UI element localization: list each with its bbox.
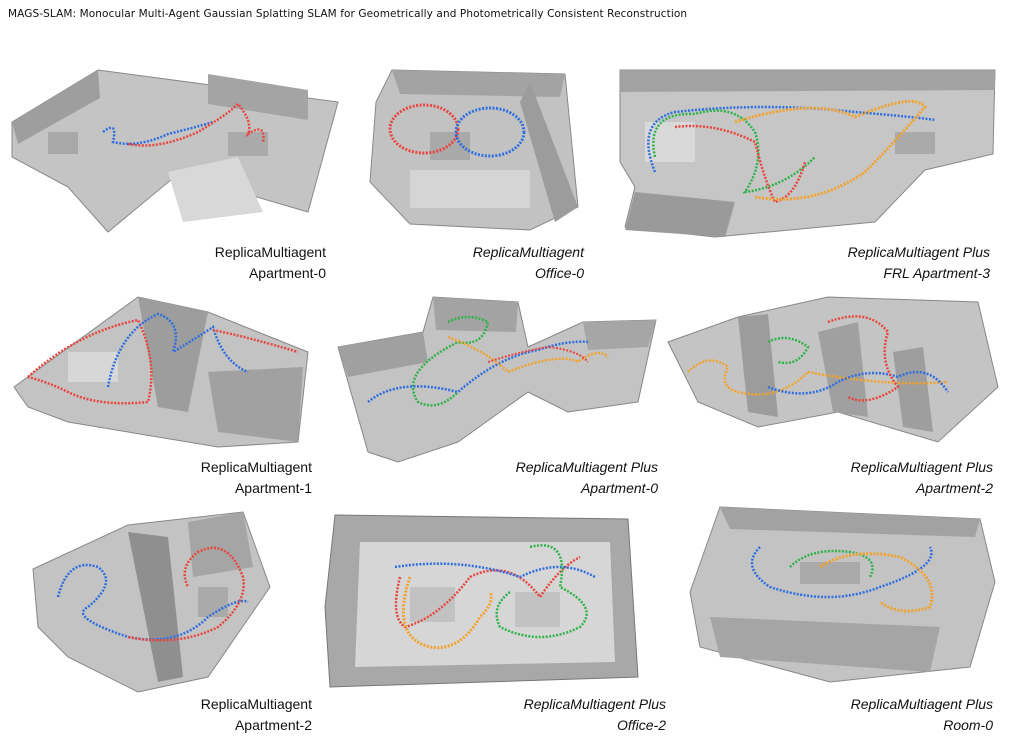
running-title: MAGS-SLAM: Monocular Multi-Agent Gaussia… [8,8,688,20]
caption-apartment-2-plus: ReplicaMultiagent Plus Apartment-2 [851,457,993,499]
trajectory-blue [56,563,249,641]
panel-office-2-plus: ReplicaMultiagent Plus Office-2 [320,507,680,743]
mesh-render-apartment-0 [11,69,339,233]
mesh-render-office-0 [369,69,579,231]
caption-scene: Apartment-0 [248,265,326,281]
mesh-render-office-2-plus [324,514,639,688]
trajectory-orange [447,335,609,374]
caption-dataset: ReplicaMultiagent Plus [523,696,666,712]
trajectory-blue [367,340,589,403]
caption-scene: Apartment-2 [915,480,993,496]
trajectory-blue [394,562,596,579]
trajectory-blue [767,370,950,395]
mesh-render-apartment-2 [32,511,271,693]
mesh-render-frl-apartment-3 [619,69,996,238]
caption-scene: Apartment-1 [234,480,312,496]
caption-dataset: ReplicaMultiagent [472,244,584,260]
caption-room-0-plus: ReplicaMultiagent Plus Room-0 [851,694,993,736]
caption-office-0: ReplicaMultiagent Office-0 [473,242,584,284]
trajectory-red [388,103,460,155]
caption-scene: Apartment-2 [234,717,312,733]
mesh-render-room-0-plus [689,506,996,683]
trajectory-red [487,345,589,363]
panel-office-0: ReplicaMultiagent Office-0 [369,62,600,292]
caption-dataset: ReplicaMultiagent Plus [847,244,990,260]
trajectory-green [767,336,810,365]
trajectory-red-2 [212,328,299,354]
panel-apartment-0: ReplicaMultiagent Apartment-0 [8,62,339,292]
trajectory-blue [106,312,249,388]
trajectory-green [411,315,490,407]
trajectory-blue [647,105,936,173]
caption-dataset: ReplicaMultiagent [214,244,326,260]
caption-dataset: ReplicaMultiagent Plus [515,459,658,475]
caption-scene: Apartment-0 [580,480,658,496]
trajectory-orange [734,99,927,201]
caption-office-2-plus: ReplicaMultiagent Plus Office-2 [524,694,666,736]
trajectory-blue [750,546,933,599]
trajectory-blue [454,106,526,158]
mesh-render-apartment-2-plus [667,296,999,443]
caption-dataset: ReplicaMultiagent [200,459,312,475]
caption-dataset: ReplicaMultiagent [200,696,312,712]
trajectory-orange [819,552,934,613]
mesh-render-apartment-0-plus [337,296,657,463]
caption-scene: Office-0 [534,265,584,281]
trajectory-blue [102,120,214,145]
caption-frl-apartment-3: ReplicaMultiagent Plus FRL Apartment-3 [848,242,990,284]
caption-apartment-0-plus: ReplicaMultiagent Plus Apartment-0 [516,457,658,499]
panel-apartment-1: ReplicaMultiagent Apartment-1 [8,292,338,507]
caption-scene: Room-0 [943,717,993,733]
caption-apartment-1: ReplicaMultiagent Apartment-1 [201,457,312,499]
caption-apartment-2: ReplicaMultiagent Apartment-2 [201,694,312,736]
caption-dataset: ReplicaMultiagent Plus [850,459,993,475]
caption-scene: Office-2 [616,717,666,733]
trajectory-red [127,102,265,147]
caption-scene: FRL Apartment-3 [883,265,990,281]
panel-apartment-2: ReplicaMultiagent Apartment-2 [8,507,338,743]
panel-apartment-2-plus: ReplicaMultiagent Plus Apartment-2 [667,292,1001,507]
trajectory-red [674,124,807,204]
mesh-render-apartment-1 [13,296,309,448]
trajectory-green [652,109,816,194]
trajectory-green [789,549,874,578]
panel-apartment-0-plus: ReplicaMultiagent Plus Apartment-0 [337,292,668,507]
trajectory-green [495,544,588,639]
trajectory-orange [401,576,493,650]
panel-frl-apartment-3: ReplicaMultiagent Plus FRL Apartment-3 [615,62,1000,292]
caption-apartment-0: ReplicaMultiagent Apartment-0 [215,242,326,284]
panel-room-0-plus: ReplicaMultiagent Plus Room-0 [680,506,1001,743]
trajectory-red [127,546,245,642]
caption-dataset: ReplicaMultiagent Plus [850,696,993,712]
trajectory-red [827,315,900,402]
trajectory-orange [687,359,949,396]
trajectory-red [27,318,153,405]
